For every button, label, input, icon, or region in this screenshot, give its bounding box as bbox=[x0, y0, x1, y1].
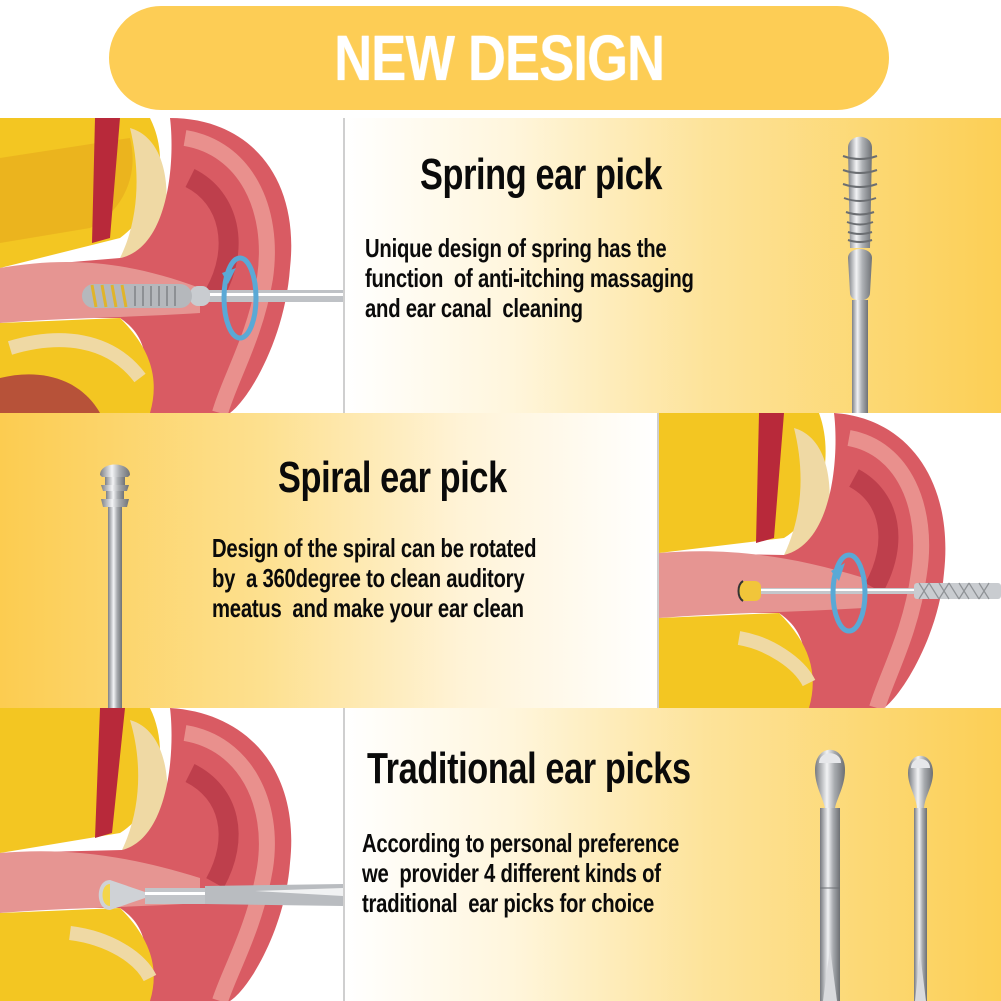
ear-illustration-traditional bbox=[0, 708, 343, 1001]
description-line: by a 360degree to clean auditory bbox=[212, 563, 525, 593]
section-description: Design of the spiral can be rotated by a… bbox=[212, 533, 536, 623]
header-title: NEW DESIGN bbox=[333, 22, 665, 94]
description-line: meatus and make your ear clean bbox=[212, 593, 524, 623]
description-line: Unique design of spring has the bbox=[365, 233, 667, 263]
description-line: traditional ear picks for choice bbox=[362, 888, 655, 918]
section-spiral-ear-pick: Spiral ear pick Design of the spiral can… bbox=[0, 413, 1001, 708]
section-title: Spiral ear pick bbox=[278, 453, 507, 502]
text-panel-traditional: Traditional ear picks According to perso… bbox=[345, 708, 1001, 1001]
section-description: According to personal preference we prov… bbox=[362, 828, 679, 918]
section-description: Unique design of spring has the function… bbox=[365, 233, 694, 323]
divider bbox=[343, 118, 345, 413]
ear-cross-section-icon bbox=[0, 708, 343, 1001]
text-panel-spring: Spring ear pick Unique design of spring … bbox=[345, 118, 1001, 413]
description-line: According to personal preference bbox=[362, 828, 680, 858]
section-title: Spring ear pick bbox=[420, 150, 663, 199]
spring-ear-pick-icon bbox=[842, 136, 878, 413]
ear-illustration-spring bbox=[0, 118, 343, 413]
divider bbox=[343, 708, 345, 1001]
description-line: function of anti-itching massaging bbox=[365, 263, 694, 293]
ear-cross-section-icon bbox=[659, 413, 1001, 708]
ear-illustration-spiral bbox=[659, 413, 1001, 708]
description-line: and ear canal cleaning bbox=[365, 293, 583, 323]
section-traditional-ear-picks: Traditional ear picks According to perso… bbox=[0, 708, 1001, 1001]
text-panel-spiral: Spiral ear pick Design of the spiral can… bbox=[0, 413, 657, 708]
traditional-ear-picks-icon bbox=[815, 749, 933, 1001]
section-title: Traditional ear picks bbox=[367, 744, 691, 793]
header-banner: NEW DESIGN bbox=[109, 6, 889, 110]
description-line: Design of the spiral can be rotated bbox=[212, 533, 537, 563]
spiral-ear-pick-icon bbox=[100, 464, 130, 708]
divider bbox=[657, 413, 659, 708]
ear-cross-section-icon bbox=[0, 118, 343, 413]
description-line: we provider 4 different kinds of bbox=[362, 858, 661, 888]
section-spring-ear-pick: Spring ear pick Unique design of spring … bbox=[0, 118, 1001, 413]
